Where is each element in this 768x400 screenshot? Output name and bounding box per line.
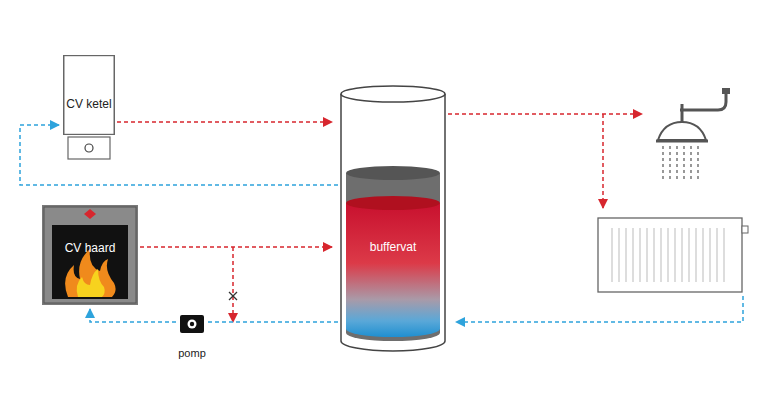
pump: pomp (176, 313, 208, 359)
boiler-box: CV ketel (63, 55, 115, 135)
supply-pipe (117, 121, 332, 123)
node-label: pomp (178, 347, 206, 359)
boiler-base (68, 137, 110, 159)
radiator (598, 218, 748, 292)
node-label: CV ketel (66, 97, 111, 111)
shower (656, 88, 730, 180)
buffer-tank: buffervat (340, 85, 446, 353)
node-label: buffervat (370, 240, 416, 254)
return-pipe (90, 309, 176, 322)
supply-pipe (140, 246, 332, 248)
return-pipe (208, 321, 338, 323)
node-label: CV haard (65, 241, 116, 255)
supply-lines (233, 114, 743, 322)
bypass-closed-mark (229, 292, 237, 300)
fireplace-box: CV haard (42, 205, 138, 305)
